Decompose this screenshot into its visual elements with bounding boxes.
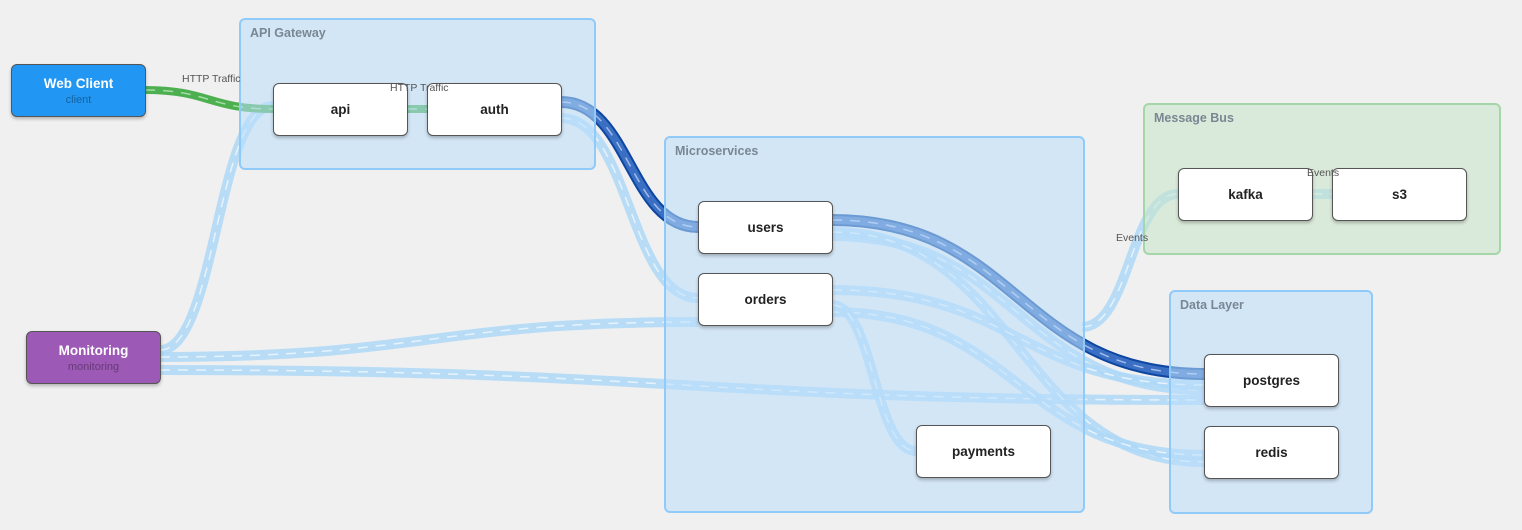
monitoring-title: Monitoring <box>58 343 129 358</box>
group-title-api-gateway: API Gateway <box>250 26 326 40</box>
edge-label-kafka-s3: Events <box>1307 167 1340 179</box>
node-kafka[interactable]: kafka <box>1178 168 1313 221</box>
edge-monitoring-orders-dash <box>159 321 699 358</box>
group-title-data-layer: Data Layer <box>1180 298 1244 312</box>
group-title-microservices: Microservices <box>675 144 759 158</box>
node-postgres[interactable]: postgres <box>1204 354 1339 407</box>
node-payments[interactable]: payments <box>916 425 1051 478</box>
node-users[interactable]: users <box>698 201 833 254</box>
node-web-client[interactable]: Web Client client <box>11 64 146 117</box>
node-s3[interactable]: s3 <box>1332 168 1467 221</box>
node-redis[interactable]: redis <box>1204 426 1339 479</box>
node-api[interactable]: api <box>273 83 408 136</box>
node-monitoring[interactable]: Monitoring monitoring <box>26 331 161 384</box>
node-orders[interactable]: orders <box>698 273 833 326</box>
edge-label-api-auth: HTTP Traffic <box>390 82 449 94</box>
monitoring-subtitle: monitoring <box>67 361 120 373</box>
node-auth[interactable]: auth <box>427 83 562 136</box>
edge-monitoring-orders <box>159 317 699 362</box>
web-client-title: Web Client <box>43 76 114 91</box>
edge-label-web-api: HTTP Traffic <box>182 73 241 85</box>
edge-label-to-kafka: Events <box>1116 232 1149 244</box>
group-title-message-bus: Message Bus <box>1154 111 1234 125</box>
web-client-subtitle: client <box>65 94 92 106</box>
